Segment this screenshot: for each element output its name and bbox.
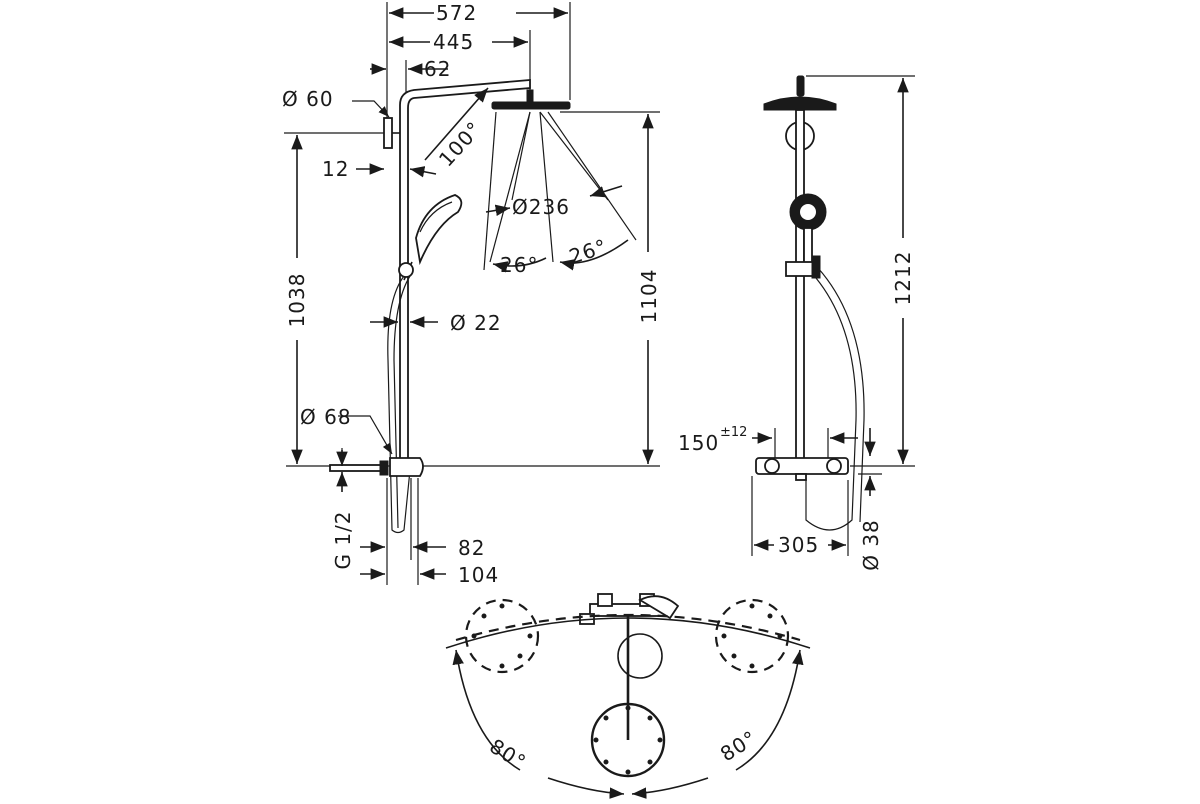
hand-shower [398, 194, 463, 281]
hose-front [805, 277, 857, 531]
overhead-shower [491, 101, 571, 110]
label-g12: G 1/2 [331, 510, 355, 569]
dim-bracket-diameter: Ø 60 [282, 87, 390, 118]
dim-arm-offset: 62 [370, 57, 451, 81]
riser-pipe [399, 79, 531, 463]
label-d236: Ø236 [512, 195, 570, 219]
dim-pipe-diameter: Ø 22 [370, 311, 502, 335]
top-view: 80° 80° [445, 593, 811, 799]
dim-spray-top: 100° [424, 87, 489, 172]
label-12: 12 [322, 157, 349, 181]
dim-height-rail: 1038 [284, 132, 384, 464]
dim-wall-gap: 12 [322, 157, 437, 181]
label-26deg-right: 26° [566, 234, 610, 269]
thermostat-mixer-side [329, 457, 424, 477]
label-1104: 1104 [637, 269, 661, 324]
label-d38: Ø 38 [859, 519, 883, 571]
dim-head-diameter: Ø236 [485, 185, 623, 219]
label-305: 305 [778, 533, 819, 557]
spray-cone [483, 111, 637, 271]
label-572: 572 [436, 1, 477, 25]
dim-height-overall: 1104 [560, 111, 661, 464]
dim-arm-length: 445 [389, 30, 528, 54]
dim-swivel-right: 80° [631, 649, 804, 799]
front-view: 1212 150 ±12 305 Ø 38 [678, 75, 915, 571]
overhead-shower-top [590, 702, 666, 778]
wall-bracket [383, 117, 393, 149]
swivel-right-head [714, 598, 790, 674]
label-62: 62 [424, 57, 451, 81]
head-nozzles [593, 705, 663, 775]
dim-width-total: 572 [389, 1, 568, 25]
label-445: 445 [433, 30, 474, 54]
label-1038: 1038 [285, 273, 309, 328]
label-d60: Ø 60 [282, 87, 334, 111]
dim-depth-82: 82 [360, 536, 485, 560]
shower-hose [387, 275, 411, 534]
dim-mixer-diameter-front: Ø 38 [858, 428, 883, 571]
hand-shower-top [617, 633, 663, 679]
dim-mixer-diameter: Ø 68 [300, 405, 393, 455]
dim-thread: G 1/2 [331, 448, 355, 570]
label-d22: Ø 22 [450, 311, 502, 335]
label-82: 82 [458, 536, 485, 560]
label-80deg-right: 80° [716, 726, 761, 767]
dim-inlet-spacing: 150 ±12 [678, 425, 858, 458]
swivel-path [455, 613, 801, 642]
label-100deg: 100° [434, 117, 487, 172]
dim-swivel-left: 80° [452, 649, 625, 799]
slider-holder [398, 262, 414, 278]
riser-front [795, 109, 805, 463]
label-80deg-left: 80° [485, 734, 530, 775]
dim-total-height: 1212 [850, 78, 915, 467]
dim-mixer-width: 305 [751, 476, 849, 557]
side-view: 572 445 62 Ø 60 100° [282, 1, 661, 587]
head-connector [526, 89, 534, 103]
label-1212: 1212 [891, 251, 915, 306]
label-tolerance: ±12 [720, 425, 747, 440]
dim-depth-104: 104 [360, 563, 499, 587]
dim-spray-sides: 26° 26° [492, 234, 629, 277]
label-150: 150 [678, 431, 719, 455]
swivel-left-head [464, 598, 540, 674]
overhead-shower-front [763, 96, 837, 111]
label-d68: Ø 68 [300, 405, 352, 429]
label-104: 104 [458, 563, 499, 587]
label-26deg-left: 26° [500, 253, 538, 277]
